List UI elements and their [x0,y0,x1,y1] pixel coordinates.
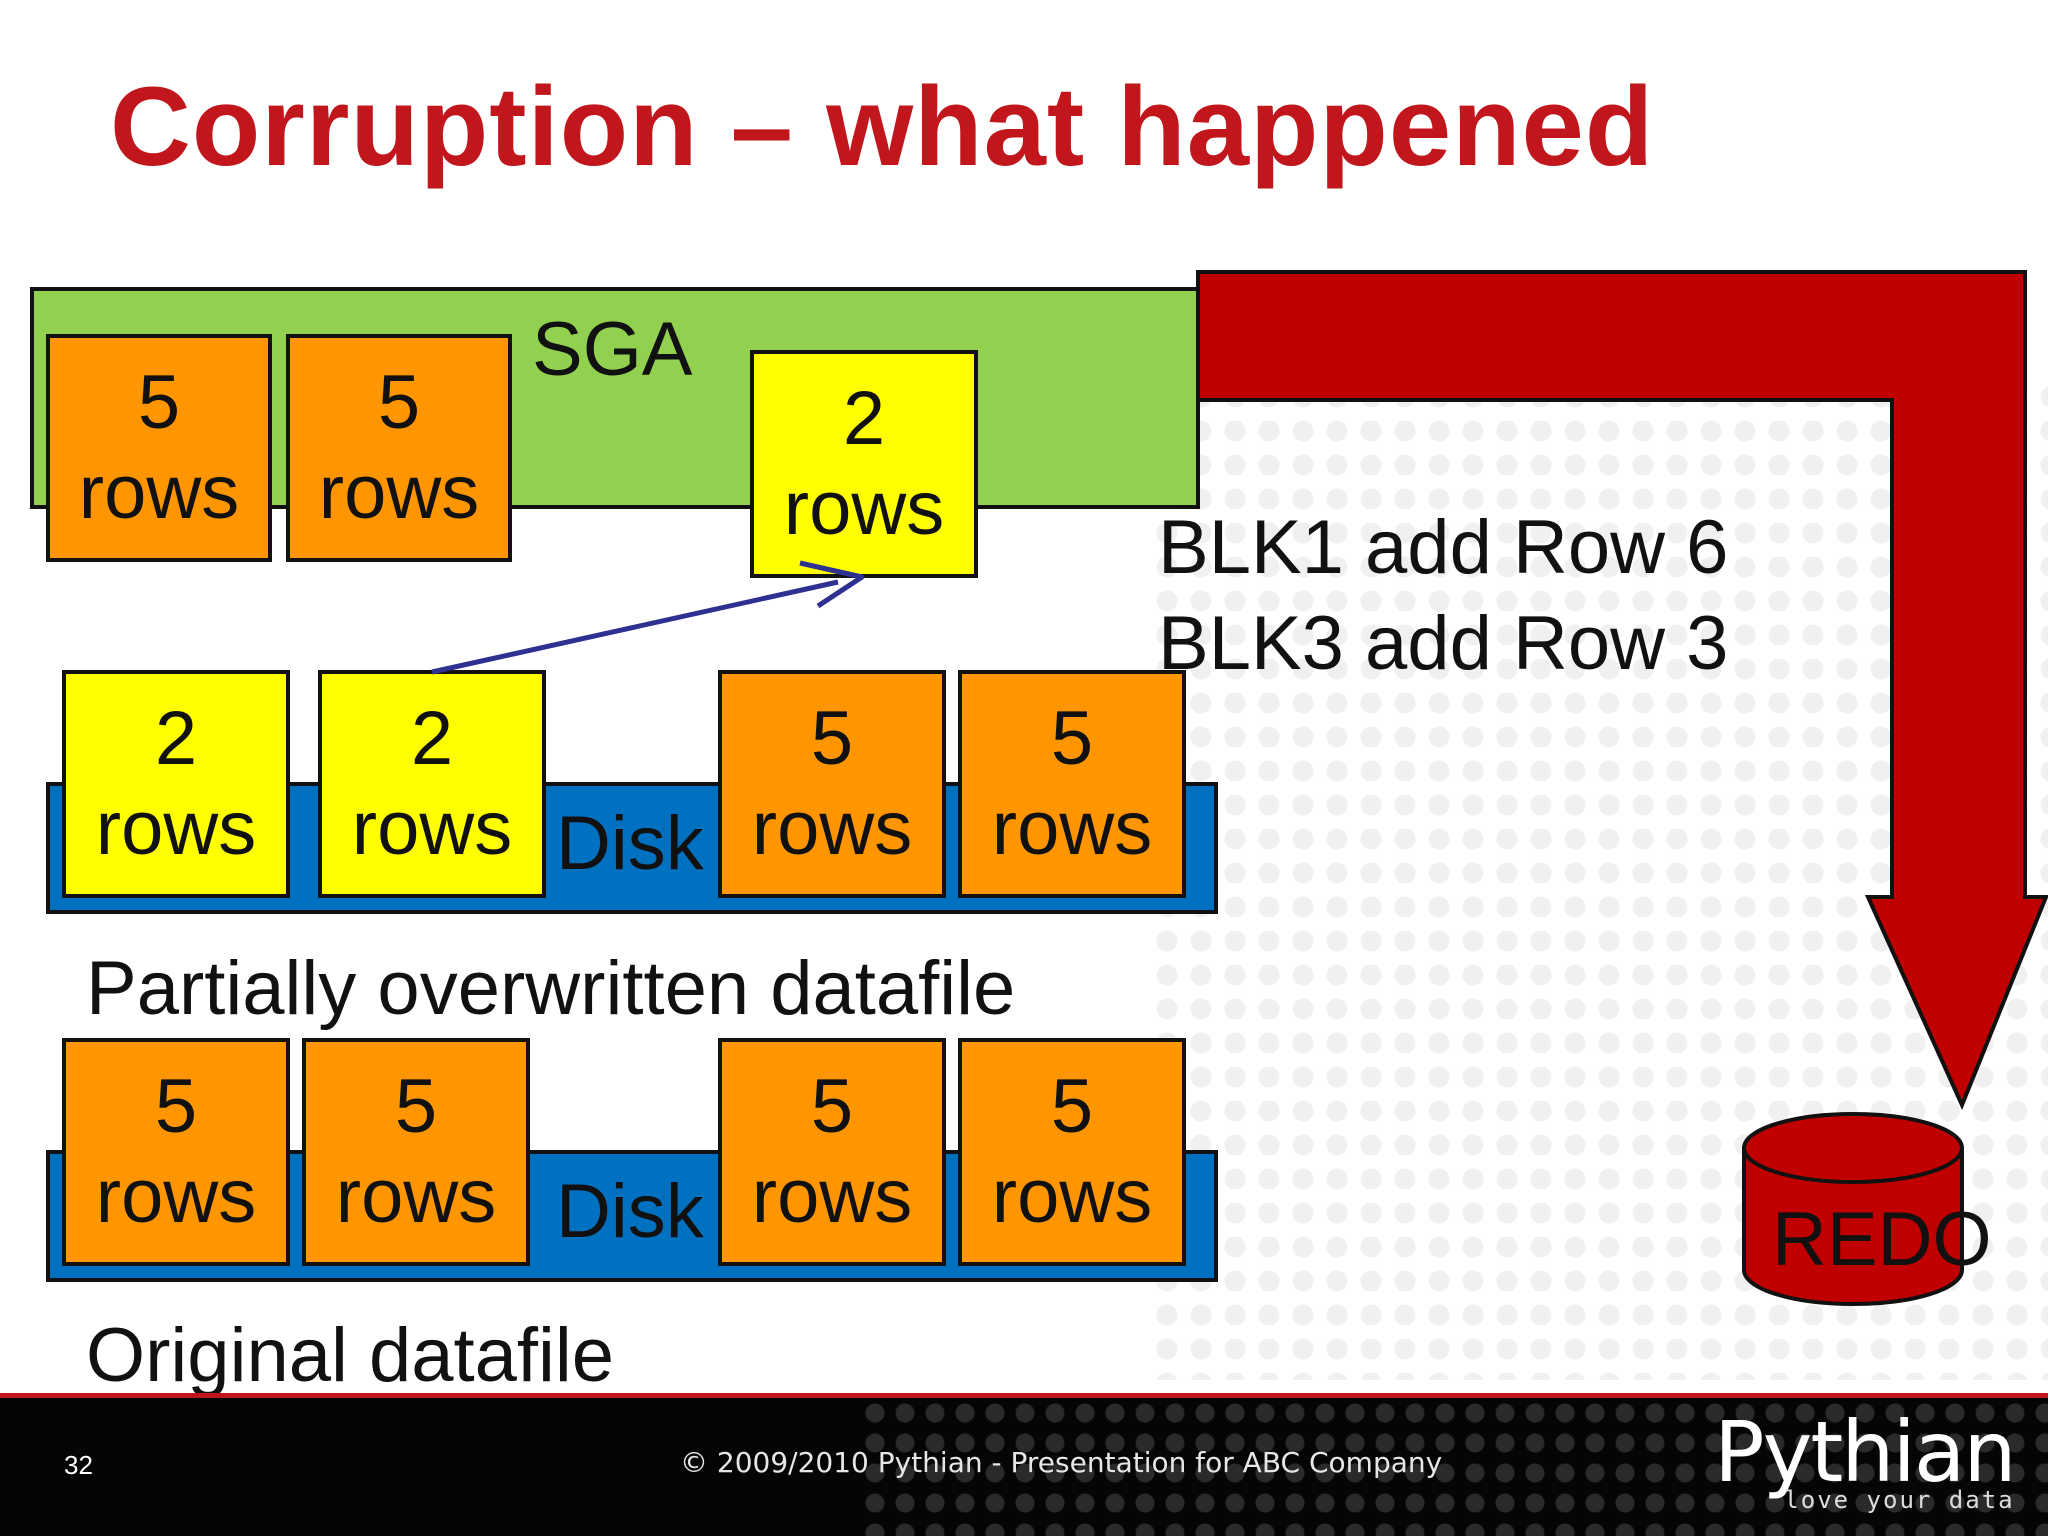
partial-disk-label: Disk [556,801,704,886]
block-unit: rows [95,1154,257,1239]
block-unit: rows [751,786,913,871]
sga-label: SGA [532,307,693,392]
block-row-count: 2 [842,376,886,462]
partial-disk-block-2: 2 rows [318,670,546,898]
original-datafile-caption: Original datafile [86,1313,615,1398]
block-unit: rows [318,450,480,535]
block-row-count: 5 [1050,696,1094,782]
partial-disk-block-4: 5 rows [958,670,1186,898]
slide-footer: 32 © 2009/2010 Pythian - Presentation fo… [0,1393,2048,1536]
partial-datafile-caption: Partially overwritten datafile [86,946,1016,1031]
partial-disk-block-1: 2 rows [62,670,290,898]
slide-title: Corruption – what happened [110,64,1655,189]
block-unit: rows [751,1154,913,1239]
block-row-count: 5 [394,1064,438,1150]
redo-entry: BLK3 add Row 3 [1158,601,1729,686]
page-number: 32 [64,1450,93,1480]
original-disk-block-1: 5 rows [62,1038,290,1266]
block-unit: rows [351,786,513,871]
block-unit: rows [991,1154,1153,1239]
block-unit: rows [783,466,945,551]
partial-disk-block-3: 5 rows [718,670,946,898]
block-row-count: 5 [810,1064,854,1150]
block-unit: rows [335,1154,497,1239]
logo-tagline: love your data [1784,1486,2015,1514]
block-unit: rows [78,450,240,535]
sga-block-1: 5 rows [46,334,272,562]
original-disk-block-2: 5 rows [302,1038,530,1266]
redo-flow-arrow [1196,270,2048,1111]
block-row-count: 5 [137,360,181,446]
block-unit: rows [991,786,1153,871]
copyright-notice: © 2009/2010 Pythian - Presentation for A… [680,1446,1443,1479]
redo-flow-diagram [1196,270,2048,1306]
original-disk-label: Disk [556,1169,704,1254]
pythian-logo: Pythian love your data [1714,1403,2017,1514]
sga-block-3: 2 rows [750,350,978,578]
logo-name: Pythian [1714,1403,2017,1501]
redo-label: REDO [1772,1197,1992,1282]
block-row-count: 2 [410,696,454,782]
redo-entry: BLK1 add Row 6 [1158,505,1729,590]
block-row-count: 5 [154,1064,198,1150]
original-disk-block-4: 5 rows [958,1038,1186,1266]
block-row-count: 5 [810,696,854,782]
footer-dot-pattern [860,1398,2048,1536]
block-row-count: 2 [154,696,198,782]
redo-entries: BLK1 add Row 6 BLK3 add Row 3 [1158,500,1728,692]
sga-block-2: 5 rows [286,334,512,562]
annotation-overlay [431,560,865,675]
block-unit: rows [95,786,257,871]
read-block-arrow [431,560,865,675]
original-disk-block-3: 5 rows [718,1038,946,1266]
block-row-count: 5 [1050,1064,1094,1150]
block-row-count: 5 [377,360,421,446]
redo-cylinder [1742,1112,1964,1306]
